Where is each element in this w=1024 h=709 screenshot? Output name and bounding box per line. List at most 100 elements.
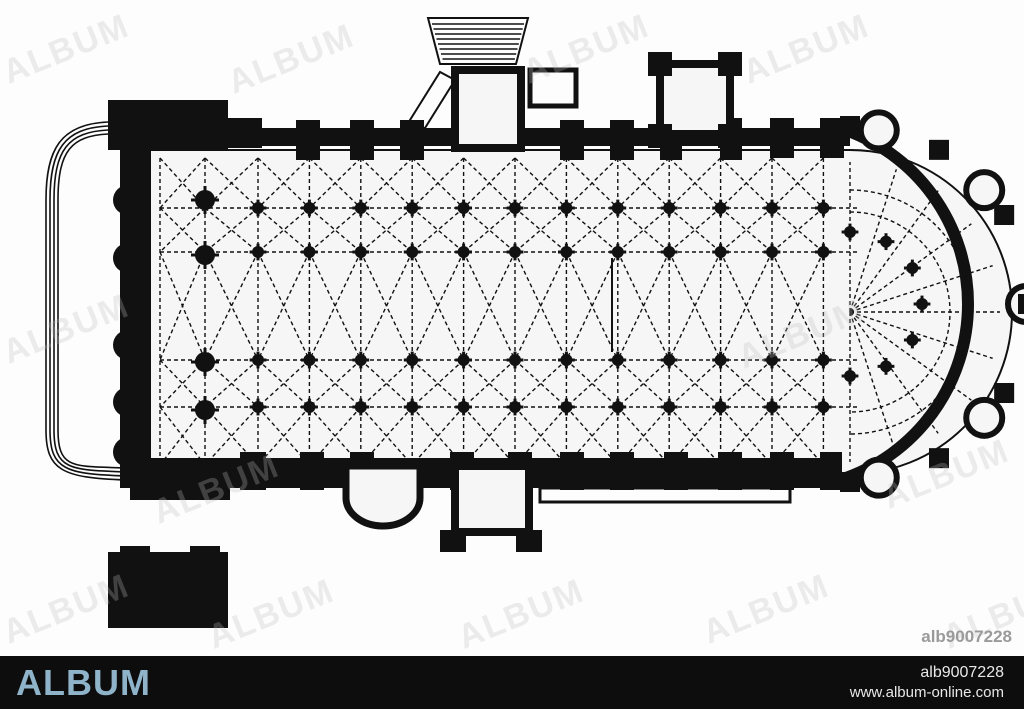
vault-rib (257, 406, 310, 466)
vault-rib (204, 207, 259, 253)
wall-segment (222, 118, 262, 148)
south-apsidal-porch (342, 462, 424, 530)
nave-pier-shaft (719, 398, 723, 416)
west-bay-pier-shaft (203, 186, 207, 214)
nave-pier-shaft (513, 199, 517, 217)
plan-interior-fill (149, 149, 1013, 475)
vault-rib (720, 359, 773, 408)
wall-segment (610, 452, 634, 490)
apse-buttress (929, 139, 949, 160)
nave-pier-shaft (462, 243, 466, 261)
nave-pier-shaft (564, 243, 568, 261)
apse-buttress (840, 472, 860, 492)
north-ramp (403, 70, 457, 129)
vault-rib (771, 207, 824, 253)
vault-rib (411, 207, 465, 253)
vault-rib (204, 251, 259, 361)
vault-rib (720, 359, 773, 408)
vault-rib (204, 207, 259, 253)
apse-pier-shaft (848, 367, 852, 385)
nave-pier-shaft (307, 398, 311, 416)
west-porch-arc (57, 133, 127, 469)
south-sacristy (538, 486, 792, 504)
apse-rib (849, 169, 898, 313)
vault-rib (159, 207, 206, 253)
vault-rib (565, 207, 619, 253)
nave-pier-shaft (616, 199, 620, 217)
porch-pier (440, 530, 466, 552)
nave-and-apse-outline (149, 149, 1013, 475)
wall-segment (108, 100, 228, 150)
vault-rib (159, 359, 206, 408)
west-porch-arc (53, 129, 127, 473)
vault-rib (159, 157, 206, 209)
nave-pier-shaft (616, 351, 620, 369)
west-porch-arc (45, 121, 127, 481)
vault-rib (257, 359, 310, 408)
image-id-label: alb9007228 (921, 627, 1012, 646)
nave-pier-shaft (256, 199, 260, 217)
footer-brand-logo[interactable]: ALBUM (16, 662, 151, 703)
apse-buttress (994, 205, 1015, 225)
nave-pier-shaft (462, 351, 466, 369)
chapel-pier (648, 124, 672, 148)
vault-rib (257, 207, 310, 253)
vault-rib (360, 207, 413, 253)
nave-pier-shaft (719, 199, 723, 217)
vault-rib (668, 157, 722, 209)
nave-pier-shaft (359, 243, 363, 261)
vault-rib (204, 251, 259, 361)
vault-rib (668, 207, 722, 253)
vault-rib (720, 207, 773, 253)
vault-rib (514, 359, 567, 408)
plan-piers (191, 186, 931, 424)
vault-rib (360, 359, 413, 408)
vault-rib (462, 251, 516, 361)
vault-rib (159, 406, 206, 466)
vault-rib (617, 207, 670, 253)
apse-outer-wall (838, 122, 974, 486)
wall-segment (130, 460, 230, 500)
nave-pier-shaft (616, 398, 620, 416)
wall-segment (190, 546, 220, 560)
vault-rib (360, 251, 413, 361)
nave-pier-shaft (821, 199, 825, 217)
wall-segment (820, 452, 842, 490)
vault-rib (771, 207, 824, 253)
vault-rib (411, 359, 465, 408)
apse-pier-shaft (848, 223, 852, 241)
nave-pier-shaft (307, 351, 311, 369)
nave-pier-shaft (770, 199, 774, 217)
portal-buttress (113, 330, 143, 360)
vault-rib (514, 359, 567, 408)
vault-rib (411, 207, 465, 253)
apse-pier-shaft (920, 295, 924, 313)
wall-segment (120, 128, 150, 488)
nave-pier-shaft (564, 398, 568, 416)
vault-rib (308, 207, 362, 253)
apse-inner-ring (849, 211, 951, 413)
wall-segment (240, 452, 266, 490)
wall-segment (770, 452, 794, 490)
vault-rib (360, 359, 413, 408)
vault-rib (720, 207, 773, 253)
nave-pier-shaft (256, 351, 260, 369)
nave-pier-shaft (513, 351, 517, 369)
vault-rib (204, 359, 259, 408)
footer-url-link[interactable]: www.album-online.com (849, 684, 1004, 701)
west-bay-pier-shaft (203, 396, 207, 424)
wall-segment (770, 118, 794, 158)
vault-rib (668, 359, 722, 408)
west-porch-arc (49, 125, 127, 477)
apse-rib (849, 311, 939, 434)
vault-rib (720, 157, 773, 209)
apse-buttress (994, 383, 1015, 403)
wall-segment (120, 546, 150, 560)
apse-rib (849, 311, 993, 360)
nave-pier-shaft (359, 398, 363, 416)
nave-pier-shaft (307, 243, 311, 261)
vault-rib (565, 359, 619, 408)
vault-rib (463, 157, 516, 209)
radiating-chapel (963, 396, 1006, 439)
nave-pier-shaft (307, 199, 311, 217)
